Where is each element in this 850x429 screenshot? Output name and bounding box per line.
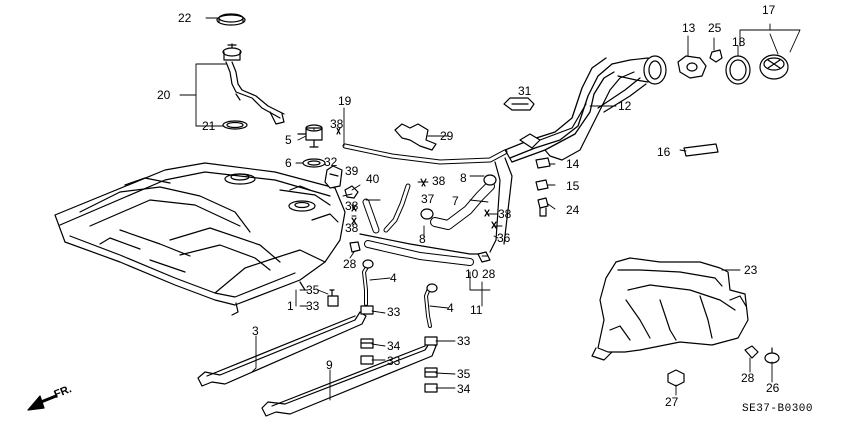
clip-29 [394, 123, 437, 151]
bracket-30 [503, 97, 535, 111]
callout-8-b: 8 [460, 171, 467, 185]
callout-12: 13 [682, 21, 696, 35]
callout-34-a: 34 [387, 339, 401, 353]
callout-5: 5 [285, 133, 292, 147]
callout-32: 33 [306, 299, 320, 313]
fasteners-13-14-23 [535, 157, 551, 217]
fuel-hoses [342, 143, 513, 266]
callout-38-d: 38 [432, 174, 446, 188]
nuts-washers [360, 305, 438, 393]
callout-19: 20 [157, 88, 171, 102]
fasteners-25-26-27 [667, 345, 780, 387]
breather-pipes [362, 259, 438, 328]
callout-23: 24 [566, 203, 580, 217]
callout-22: 23 [744, 263, 758, 277]
fuel-gauge-sender [216, 13, 285, 130]
callout-40: 40 [366, 172, 380, 186]
callout-8-a: 8 [419, 232, 426, 246]
label-plate-15 [683, 143, 719, 157]
splash-shield [591, 257, 749, 361]
filler-cap-parts [677, 49, 789, 85]
callout-30: 31 [518, 84, 532, 98]
callout-4-a: 4 [390, 271, 397, 285]
callout-39: 39 [345, 164, 359, 178]
callout-38-b: 38 [345, 199, 359, 213]
callout-38-c: 38 [345, 221, 359, 235]
callout-34-b: 35 [457, 367, 471, 381]
tank-strap-3 [261, 341, 437, 417]
callout-35: 35 [306, 283, 320, 297]
callout-2: 3 [252, 324, 259, 338]
filler-pipe [504, 55, 667, 163]
tank-strap-2 [197, 311, 367, 387]
callout-33-d: 34 [457, 382, 471, 396]
callout-7: 7 [452, 194, 459, 208]
callout-18: 19 [338, 94, 352, 108]
callout-16: 17 [762, 3, 776, 17]
callout-33-c: 33 [457, 334, 471, 348]
diagram-code: SE37-B0300 [742, 403, 814, 415]
callout-1: 1 [287, 299, 294, 313]
callout-3: 9 [326, 358, 333, 372]
callout-28-b: 28 [482, 267, 496, 281]
callout-36: 37 [421, 192, 435, 206]
callout-38-a: 38 [330, 117, 344, 131]
callout-14: 15 [566, 179, 580, 193]
callout-26: 27 [665, 395, 679, 409]
callout-10: 11 [470, 303, 483, 317]
callout-11: 12 [618, 99, 632, 113]
leader-lines [179, 17, 801, 401]
callout-4-b: 4 [447, 301, 454, 315]
callout-29: 29 [440, 129, 454, 143]
callout-15: 16 [657, 145, 671, 159]
callout-25: 26 [766, 381, 780, 395]
callout-33-b: 33 [387, 354, 401, 368]
hose-clips [336, 127, 497, 263]
callout-27: 28 [741, 371, 755, 385]
callout-28-a: 28 [343, 257, 357, 271]
callout-9: 10 [465, 267, 479, 281]
callout-38-e: 38 [498, 207, 512, 221]
front-direction-arrow [27, 394, 58, 411]
callout-13: 14 [566, 157, 580, 171]
callout-21: 22 [178, 11, 192, 25]
small-fittings [297, 124, 359, 307]
callout-6: 6 [285, 156, 292, 170]
callout-31: 32 [324, 155, 338, 169]
fuel-tank [54, 162, 346, 316]
callout-17: 18 [732, 35, 746, 49]
callout-33-a: 33 [387, 305, 401, 319]
callout-37: 36 [497, 231, 511, 245]
callout-24: 25 [708, 21, 722, 35]
callout-20: 21 [202, 119, 216, 133]
